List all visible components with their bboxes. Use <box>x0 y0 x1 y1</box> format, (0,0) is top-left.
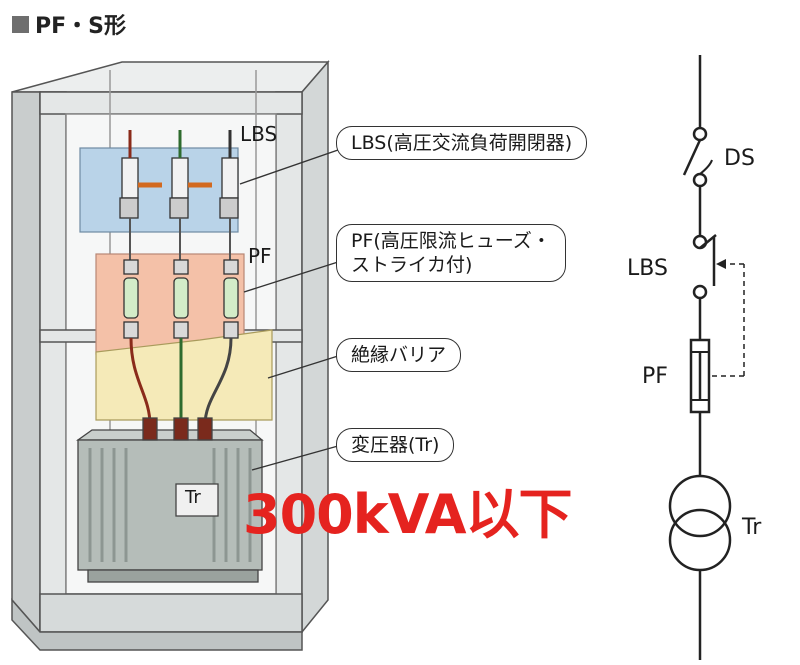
pf-callout-line2: ストライカ付) <box>351 254 473 276</box>
pf-callout-line1: PF(高圧限流ヒューズ・ <box>351 230 551 252</box>
pf-panel <box>95 253 245 355</box>
title-square-icon <box>12 15 29 33</box>
tr-box-label: Tr <box>185 487 201 508</box>
power-fuses <box>123 218 239 339</box>
ds-label: DS <box>724 146 755 171</box>
capacity-text: 300kVA以下 <box>243 483 573 546</box>
lbs-panel <box>79 147 239 233</box>
striker-link <box>712 263 745 377</box>
transformer <box>75 417 264 583</box>
tr-schematic-label: Tr <box>742 515 762 540</box>
lbs-schematic-label: LBS <box>627 256 668 281</box>
single-line-schematic <box>668 55 732 660</box>
title-text: PF・S形 <box>35 14 126 39</box>
insulation-barrier <box>95 329 273 421</box>
striker-arrow-icon <box>716 259 726 269</box>
barrier-callout: 絶縁バリア <box>336 338 462 372</box>
callout-leaders <box>239 149 339 471</box>
lbs-switches <box>119 130 239 219</box>
pf-schematic-label: PF <box>642 364 668 389</box>
pf-callout: PF(高圧限流ヒューズ・ ストライカ付) <box>336 224 566 282</box>
pf-box-label: PF <box>248 244 272 268</box>
transformer-callout: 変圧器(Tr) <box>336 428 455 462</box>
lbs-box-label: LBS <box>240 122 278 146</box>
page-title: PF・S形 <box>12 8 126 40</box>
lbs-callout: LBS(高圧交流負荷開閉器) <box>336 126 588 160</box>
transformer-leads <box>129 337 233 426</box>
